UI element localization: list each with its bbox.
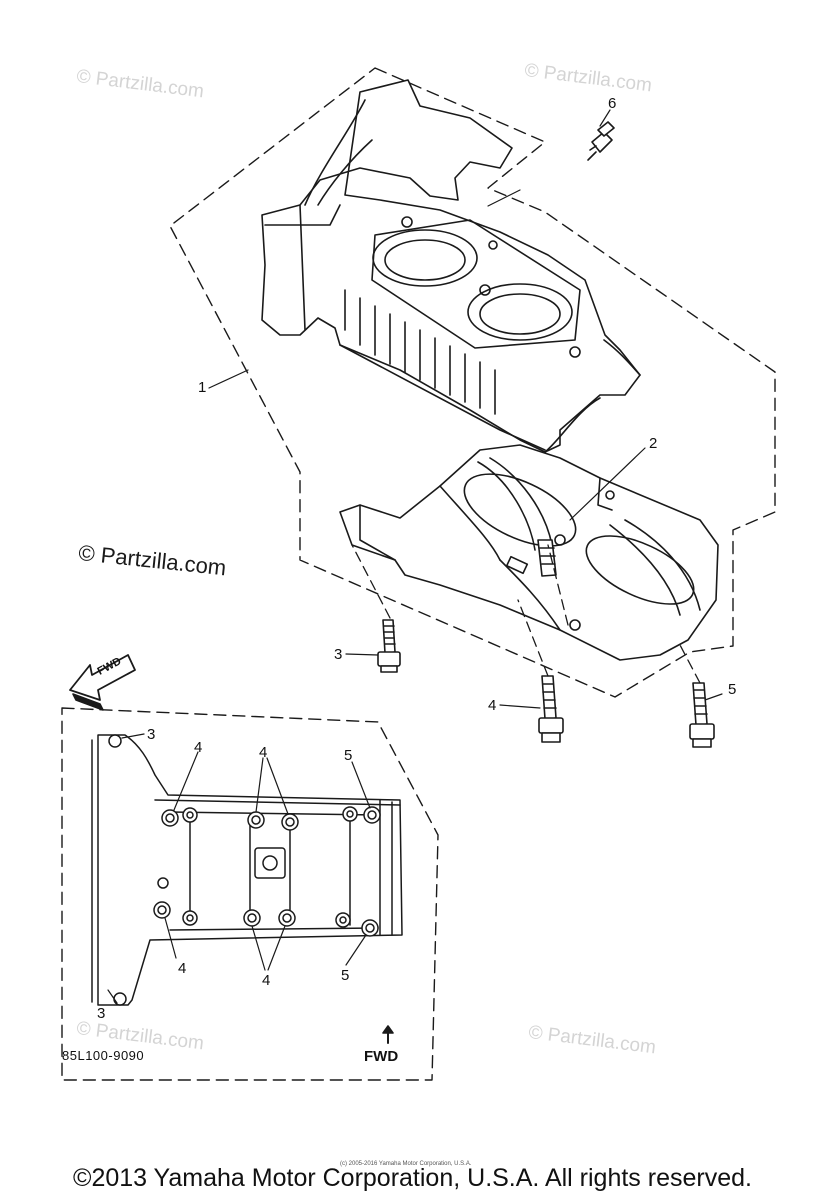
inset-callout-bottom-4b: 4: [262, 972, 271, 989]
tiny-credit: (c) 2005-2016 Yamaha Motor Corporation, …: [340, 1161, 472, 1167]
inset-fwd-label: FWD: [364, 1048, 399, 1065]
bolt-part-5: [689, 682, 715, 748]
callout-part-2: 2: [649, 435, 658, 452]
fitting-part-6: [587, 121, 615, 161]
callout-part-1: 1: [198, 379, 207, 396]
dowel-pin-part-2: [537, 539, 557, 577]
inset-callout-leaders: [107, 733, 371, 1004]
inset-callout-bottom-5: 5: [341, 967, 350, 984]
assembly-boundary-dashed: [169, 67, 776, 698]
inset-callout-top-4b: 4: [259, 744, 268, 761]
callout-part-5: 5: [728, 681, 737, 698]
copyright-notice: ©2013 Yamaha Motor Corporation, U.S.A. A…: [73, 1164, 752, 1192]
callout-part-4: 4: [488, 697, 497, 714]
callout-part-3: 3: [334, 646, 343, 663]
inset-dashed-frame: [61, 707, 439, 1081]
inset-callout-top-3: 3: [147, 726, 156, 743]
inset-callout-top-4a: 4: [194, 739, 203, 756]
dashed-leader-lines: [351, 544, 701, 684]
lower-crankcase: [339, 444, 719, 661]
inset-fwd-arrow-icon: [382, 1025, 394, 1044]
diagram-code: 85L100-9090: [62, 1048, 145, 1063]
inset-callout-top-5: 5: [344, 747, 353, 764]
inset-callout-bottom-3: 3: [97, 1005, 106, 1022]
inset-bottom-view: [91, 734, 403, 1006]
bolt-part-4: [538, 675, 564, 743]
bolt-part-3: [377, 619, 401, 673]
callout-leaders: [208, 109, 723, 709]
callout-part-6: 6: [608, 95, 617, 112]
upper-crankcase: [261, 79, 641, 453]
inset-callout-bottom-4a: 4: [178, 960, 187, 977]
